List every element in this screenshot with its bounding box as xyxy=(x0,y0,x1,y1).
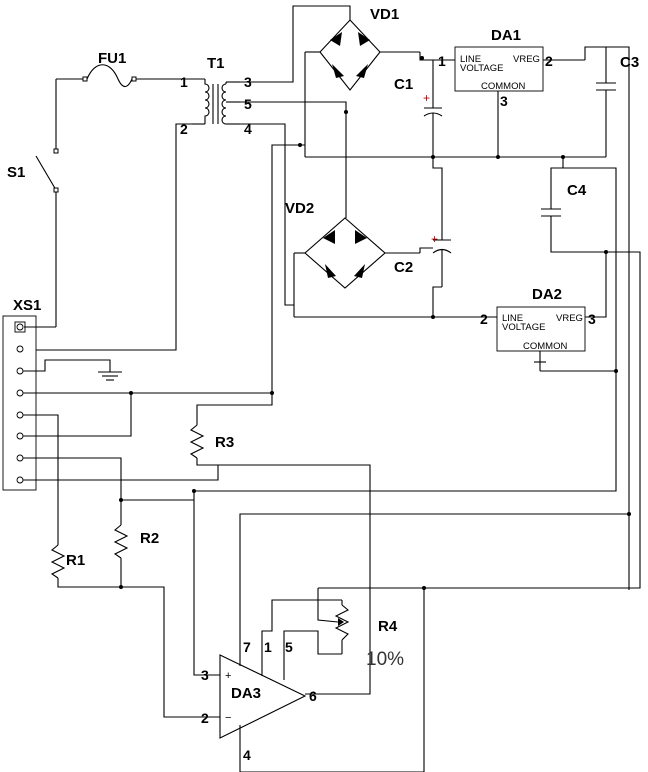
label-da2: DA2 xyxy=(532,286,562,303)
da1-vreg-text: VREG xyxy=(513,54,540,65)
da1-common-text: COMMON xyxy=(481,81,525,92)
connector-xs1 xyxy=(2,315,37,491)
bridge-vd1 xyxy=(304,19,420,157)
label-xs1: XS1 xyxy=(13,297,41,314)
wire-t1-pin4 xyxy=(240,123,294,306)
label-c1: C1 xyxy=(394,76,413,93)
da2-pin3: 3 xyxy=(588,311,596,327)
da3-plus-sign: + xyxy=(225,670,231,682)
capacitor-c2 xyxy=(419,239,452,317)
label-da1: DA1 xyxy=(491,27,521,44)
switch-s1 xyxy=(24,148,59,328)
label-c3: C3 xyxy=(620,54,639,71)
da3-pin6: 6 xyxy=(309,688,317,704)
capacitor-c4 xyxy=(194,157,617,492)
resistor-r2 xyxy=(113,524,129,587)
t1-pin2: 2 xyxy=(180,121,188,137)
capacitor-c1 xyxy=(423,60,443,157)
ground-symbol xyxy=(23,359,122,381)
da3-pin5: 5 xyxy=(285,639,293,655)
da2-pin2: 2 xyxy=(480,311,488,327)
resistor-r1 xyxy=(50,544,220,718)
wire-xs1-r1 xyxy=(23,414,59,545)
label-c2: C2 xyxy=(394,259,413,276)
da3-pin4: 4 xyxy=(243,747,251,763)
da1-pin1: 1 xyxy=(438,53,446,69)
da1-pin3: 3 xyxy=(500,93,508,109)
da2-voltage-text: VOLTAGE xyxy=(502,322,545,333)
transformer-t1 xyxy=(192,79,240,125)
label-vd2: VD2 xyxy=(285,200,314,217)
label-vd1: VD1 xyxy=(370,6,399,23)
label-s1: S1 xyxy=(7,164,25,181)
wire-to-t1-pin4 xyxy=(271,144,305,393)
bridge-vd2 xyxy=(293,112,420,317)
wire-xs1-r2 xyxy=(23,457,122,525)
wire-da3-pin3 xyxy=(193,491,220,676)
opamp-da3 xyxy=(219,512,631,772)
label-c4: C4 xyxy=(567,182,587,199)
da3-pin7: 7 xyxy=(243,639,251,655)
da1-pin2: 2 xyxy=(545,53,553,69)
label-fu1: FU1 xyxy=(98,50,126,67)
da1-line-text: LINE xyxy=(460,54,481,65)
da2-common-text: COMMON xyxy=(523,341,567,352)
wire-xs1-pin8 xyxy=(23,465,219,481)
wire-t1-pin5 xyxy=(240,101,347,112)
fuse-fu1 xyxy=(56,64,205,88)
label-da3: DA3 xyxy=(231,685,261,702)
wire-t1-pin3 xyxy=(240,5,351,83)
wire-xs1-pin6 xyxy=(23,393,132,437)
da2-vreg-text: VREG xyxy=(556,313,583,324)
da3-pin3: 3 xyxy=(201,667,209,683)
label-r2: R2 xyxy=(140,530,159,547)
t1-pin5: 5 xyxy=(244,96,252,112)
label-r4-value: 10% xyxy=(366,649,404,670)
t1-pin1: 1 xyxy=(180,74,188,90)
c2-polarity: + xyxy=(431,232,438,246)
label-r4: R4 xyxy=(378,618,398,635)
regulator-da2 xyxy=(424,250,641,589)
da3-minus-sign: − xyxy=(225,712,231,724)
c1-polarity: + xyxy=(423,91,430,105)
potentiometer-r4 xyxy=(317,587,424,654)
da3-pin2: 2 xyxy=(201,710,209,726)
t1-pin3: 3 xyxy=(244,74,252,90)
da3-pin1: 1 xyxy=(264,639,272,655)
regulator-da1 xyxy=(454,46,585,157)
resistor-r3 xyxy=(189,424,371,695)
label-r3: R3 xyxy=(215,434,234,451)
wire-vd1-da1 xyxy=(419,52,455,61)
wire-t1-pin2 xyxy=(36,123,192,351)
da2-line-text: LINE xyxy=(502,313,523,324)
label-t1: T1 xyxy=(207,55,225,72)
wire-to-r3 xyxy=(196,393,273,425)
da1-voltage-text: VOLTAGE xyxy=(460,63,503,74)
wire-gnd-c2 xyxy=(432,157,443,240)
capacitor-c3 xyxy=(584,46,630,590)
t1-pin4: 4 xyxy=(244,121,252,137)
label-r1: R1 xyxy=(66,552,85,569)
